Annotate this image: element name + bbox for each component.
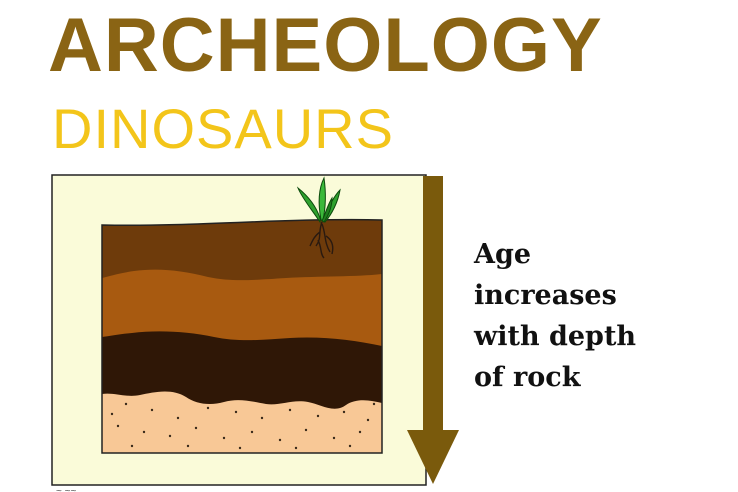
cropped-text-fragment: ~ ~~	[56, 486, 76, 492]
caption-line: Age	[474, 239, 532, 270]
soil-profile-outline	[101, 218, 383, 454]
soil-profile	[101, 218, 383, 454]
topsoil-layer	[102, 219, 382, 281]
depth-caption: Age increases with depth of rock	[474, 234, 714, 398]
page-title: ARCHEOLOGY	[48, 3, 603, 88]
sand-specks	[110, 402, 376, 450]
page-subtitle: DINOSAURS	[52, 97, 394, 160]
caption-line: with depth	[474, 321, 637, 352]
down-arrow-icon	[407, 176, 459, 484]
plant-sprout-icon	[296, 176, 341, 259]
caption-line: increases	[474, 280, 617, 311]
caption-line: of rock	[474, 362, 581, 393]
